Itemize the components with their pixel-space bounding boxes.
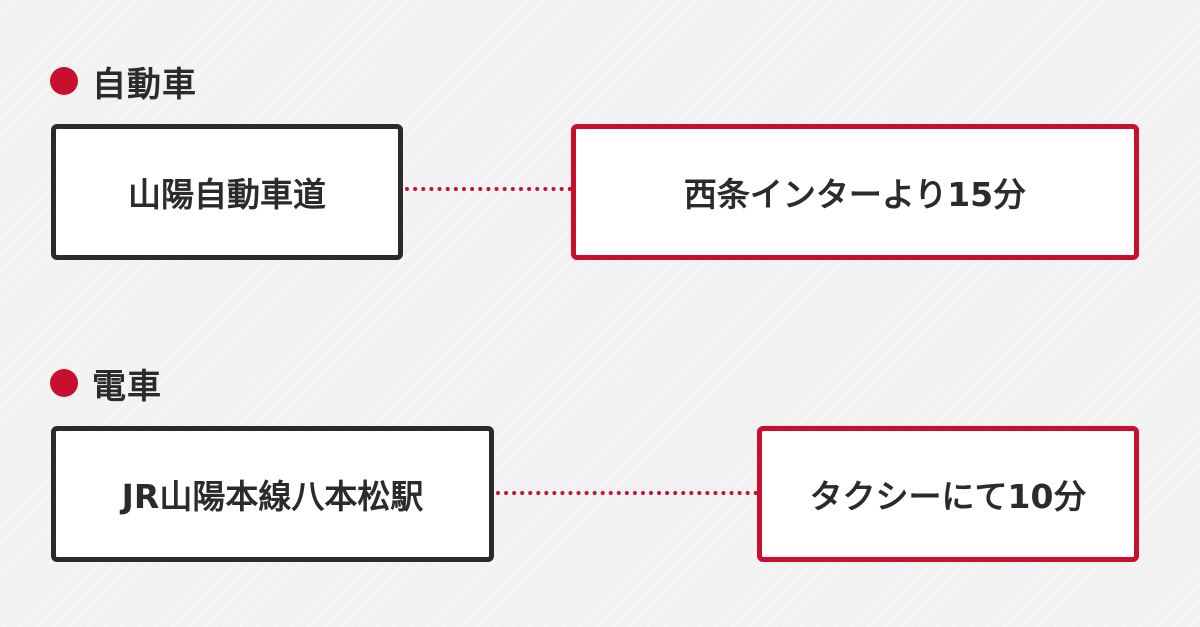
route-box-expressway: 山陽自動車道 (51, 124, 403, 260)
red-bullet-icon (50, 67, 78, 95)
car-section: 自動車 山陽自動車道 西条インターより15分 (0, 0, 1200, 300)
train-heading-label: 電車 (92, 366, 162, 407)
time-box-train: タクシーにて10分 (757, 426, 1139, 562)
red-bullet-icon (50, 369, 78, 397)
route-box-station: JR山陽本線八本松駅 (51, 426, 494, 562)
dotted-connector-train (496, 491, 758, 495)
car-heading-label: 自動車 (92, 64, 197, 105)
car-heading: 自動車 (50, 59, 197, 105)
time-box-car: 西条インターより15分 (571, 124, 1139, 260)
time-label-train: タクシーにて10分 (809, 477, 1087, 516)
time-label-car: 西条インターより15分 (683, 175, 1027, 214)
train-section: 電車 JR山陽本線八本松駅 タクシーにて10分 (0, 300, 1200, 627)
train-heading: 電車 (50, 361, 162, 407)
route-label-station: JR山陽本線八本松駅 (121, 477, 424, 516)
dotted-connector-car (405, 187, 572, 191)
route-label-expressway: 山陽自動車道 (128, 175, 326, 214)
